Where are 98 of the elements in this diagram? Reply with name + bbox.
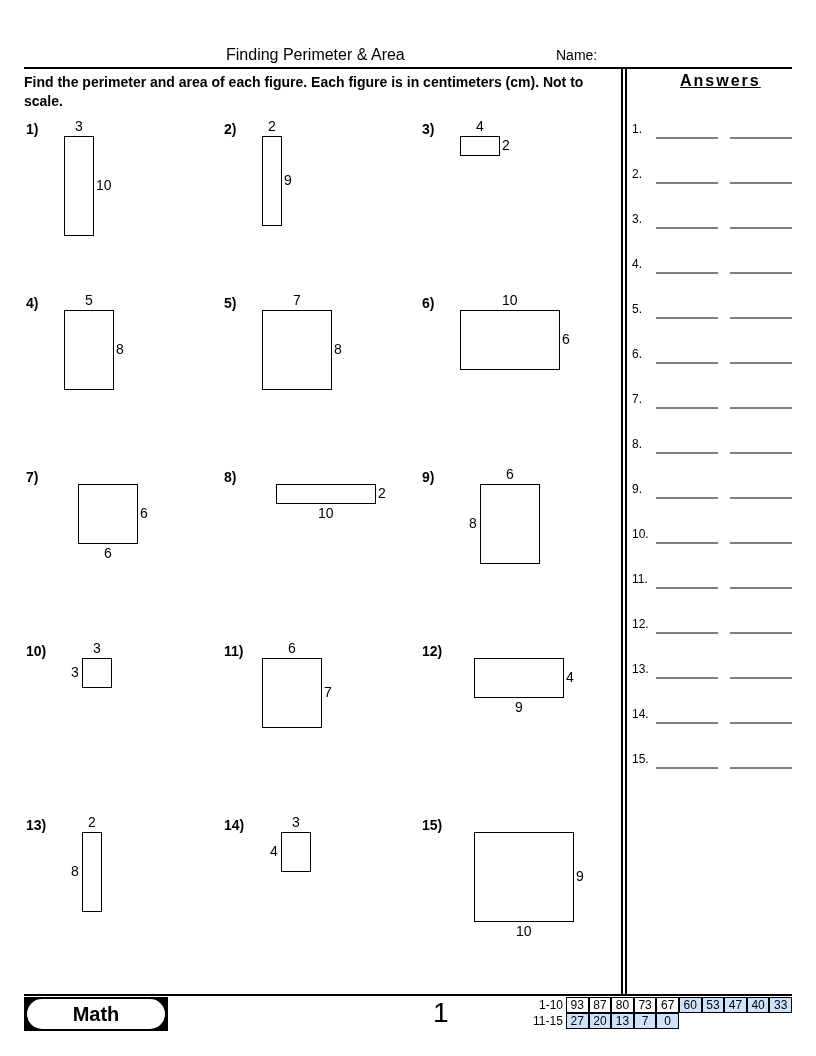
rectangle-figure xyxy=(480,484,540,564)
rectangle-figure xyxy=(64,136,94,236)
height-dimension: 2 xyxy=(502,137,510,153)
score-cell: 33 xyxy=(769,997,792,1013)
width-dimension: 6 xyxy=(104,545,112,561)
problem-number: 2) xyxy=(224,121,237,137)
height-dimension: 3 xyxy=(71,664,79,680)
answer-number: 7. xyxy=(632,392,642,406)
rectangle-figure xyxy=(474,832,574,922)
score-cell: 13 xyxy=(611,1013,634,1029)
width-dimension: 10 xyxy=(502,292,518,308)
score-cell: 87 xyxy=(588,997,612,1013)
answer-number: 11. xyxy=(632,572,648,586)
problem-number: 5) xyxy=(224,295,237,311)
height-dimension: 7 xyxy=(324,684,332,700)
score-cell: 53 xyxy=(701,997,725,1013)
height-dimension: 8 xyxy=(334,341,342,357)
problem-number: 13) xyxy=(26,817,47,833)
width-dimension: 10 xyxy=(318,505,334,521)
problem-number: 7) xyxy=(26,469,39,485)
score-cell: 27 xyxy=(566,1013,589,1029)
problem-number: 11) xyxy=(224,643,244,659)
width-dimension: 2 xyxy=(268,118,276,134)
answer-number: 15. xyxy=(632,752,649,766)
width-dimension: 9 xyxy=(515,699,523,715)
score-cell: 20 xyxy=(588,1013,612,1029)
score-cell: 7 xyxy=(633,1013,657,1029)
width-dimension: 2 xyxy=(88,814,96,830)
problem-number: 1) xyxy=(26,121,39,137)
height-dimension: 6 xyxy=(140,505,148,521)
score-cell: 40 xyxy=(746,997,770,1013)
rectangle-figure xyxy=(474,658,564,698)
answer-number: 13. xyxy=(632,662,649,676)
answer-number: 2. xyxy=(632,167,642,181)
height-dimension: 8 xyxy=(116,341,124,357)
answer-number: 5. xyxy=(632,302,642,316)
problem-number: 3) xyxy=(422,121,435,137)
score-cell: 93 xyxy=(566,997,589,1013)
problem-number: 8) xyxy=(224,469,237,485)
height-dimension: 8 xyxy=(71,863,79,879)
width-dimension: 6 xyxy=(506,466,514,482)
worksheet-title: Finding Perimeter & Area xyxy=(226,46,405,64)
score-cell: 47 xyxy=(724,997,747,1013)
subject-label: Math xyxy=(27,999,165,1029)
width-dimension: 3 xyxy=(93,640,101,656)
score-cell: 80 xyxy=(611,997,634,1013)
rectangle-figure xyxy=(460,310,560,370)
width-dimension: 5 xyxy=(85,292,93,308)
score-cell: 60 xyxy=(679,997,702,1013)
score-range: 11-15 xyxy=(533,1013,563,1029)
answer-number: 8. xyxy=(632,437,642,451)
problem-number: 10) xyxy=(26,643,47,659)
answer-number: 14. xyxy=(632,707,649,721)
rectangle-figure xyxy=(78,484,138,544)
score-cell: 73 xyxy=(633,997,657,1013)
height-dimension: 9 xyxy=(284,172,292,188)
answer-number: 6. xyxy=(632,347,642,361)
answer-number: 12. xyxy=(632,617,649,631)
rectangle-figure xyxy=(64,310,114,390)
name-label: Name: xyxy=(556,47,598,63)
rectangle-figure xyxy=(276,484,376,504)
problem-number: 6) xyxy=(422,295,435,311)
rectangle-figure xyxy=(82,832,102,912)
width-dimension: 7 xyxy=(293,292,301,308)
score-range: 1-10 xyxy=(539,997,564,1013)
width-dimension: 3 xyxy=(292,814,300,830)
height-dimension: 6 xyxy=(562,331,570,347)
instructions: Find the perimeter and area of each figure. Each figure is in centimeters (cm). Not to scale. xyxy=(24,73,585,111)
width-dimension: 10 xyxy=(516,923,532,939)
page-number: 1 xyxy=(433,997,449,1029)
problem-number: 9) xyxy=(422,469,435,485)
width-dimension: 4 xyxy=(476,118,484,134)
rectangle-figure xyxy=(262,310,332,390)
rectangle-figure xyxy=(262,658,322,728)
answer-number: 4. xyxy=(632,257,642,271)
height-dimension: 4 xyxy=(270,843,278,859)
height-dimension: 8 xyxy=(469,515,477,531)
height-dimension: 10 xyxy=(96,177,112,193)
height-dimension: 4 xyxy=(566,669,574,685)
rectangle-figure xyxy=(82,658,112,688)
answers-heading: Answers xyxy=(680,72,761,90)
score-cell: 0 xyxy=(656,1013,679,1029)
rectangle-figure xyxy=(460,136,500,156)
problem-number: 15) xyxy=(422,817,443,833)
rectangle-figure xyxy=(281,832,311,872)
problem-number: 12) xyxy=(422,643,443,659)
answer-number: 1. xyxy=(632,122,642,136)
problem-number: 14) xyxy=(224,817,245,833)
score-cell: 67 xyxy=(656,997,679,1013)
width-dimension: 6 xyxy=(288,640,296,656)
answer-number: 9. xyxy=(632,482,642,496)
answer-number: 3. xyxy=(632,212,642,226)
width-dimension: 3 xyxy=(75,118,83,134)
answer-number: 10. xyxy=(632,527,649,541)
problem-number: 4) xyxy=(26,295,39,311)
height-dimension: 9 xyxy=(576,868,584,884)
rectangle-figure xyxy=(262,136,282,226)
height-dimension: 2 xyxy=(378,485,386,501)
